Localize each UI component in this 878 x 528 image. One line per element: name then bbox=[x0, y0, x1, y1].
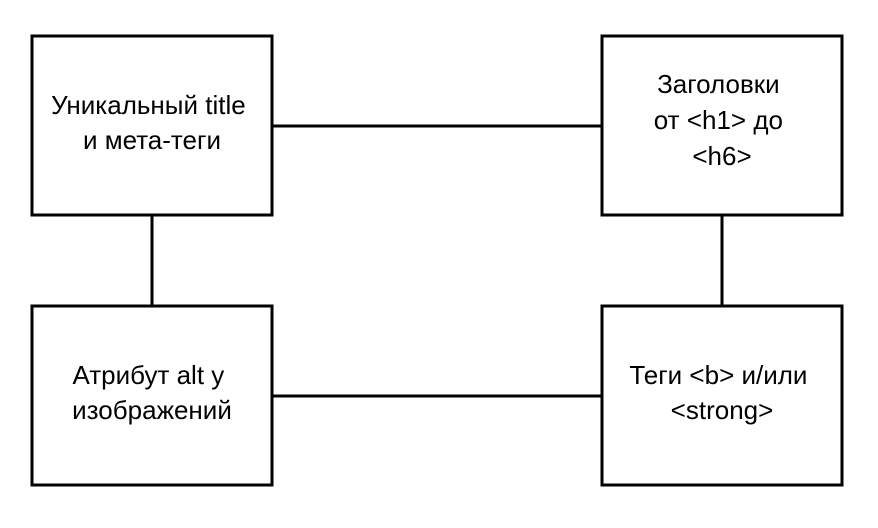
node-headings-line-1: Заголовки bbox=[657, 69, 780, 99]
svg-text:Атрибут alt у изображени: Атрибут alt у изображений bbox=[72, 360, 232, 425]
node-headings: Заголовки от <h1> до <h6> bbox=[600, 34, 844, 217]
node-headings-line-3: <h6> bbox=[692, 141, 751, 171]
svg-text:Заголовки от <h1> до: Заголовки от <h1> до <h6> bbox=[654, 69, 790, 171]
node-alt-attribute-line-2: изображений bbox=[72, 395, 232, 425]
node-bold-tags-line-1: Теги <b> и/или bbox=[629, 360, 807, 390]
svg-text:Уникальный title и мета-: Уникальный title и мета-теги bbox=[51, 90, 253, 155]
node-unique-title: Уникальный title и мета-теги bbox=[30, 34, 274, 217]
node-alt-attribute: Атрибут alt у изображений bbox=[30, 304, 274, 487]
node-unique-title-line-1: Уникальный title bbox=[51, 90, 246, 120]
node-unique-title-line-2: и мета-теги bbox=[83, 125, 221, 155]
node-bold-tags: Теги <b> и/или <strong> bbox=[600, 304, 844, 487]
node-alt-attribute-line-1: Атрибут alt у bbox=[72, 360, 224, 390]
node-headings-line-2: от <h1> до bbox=[654, 105, 783, 135]
svg-text:Теги <b> и/или <strong>: Теги <b> и/или <strong> bbox=[629, 360, 814, 425]
node-bold-tags-line-2: <strong> bbox=[671, 395, 774, 425]
